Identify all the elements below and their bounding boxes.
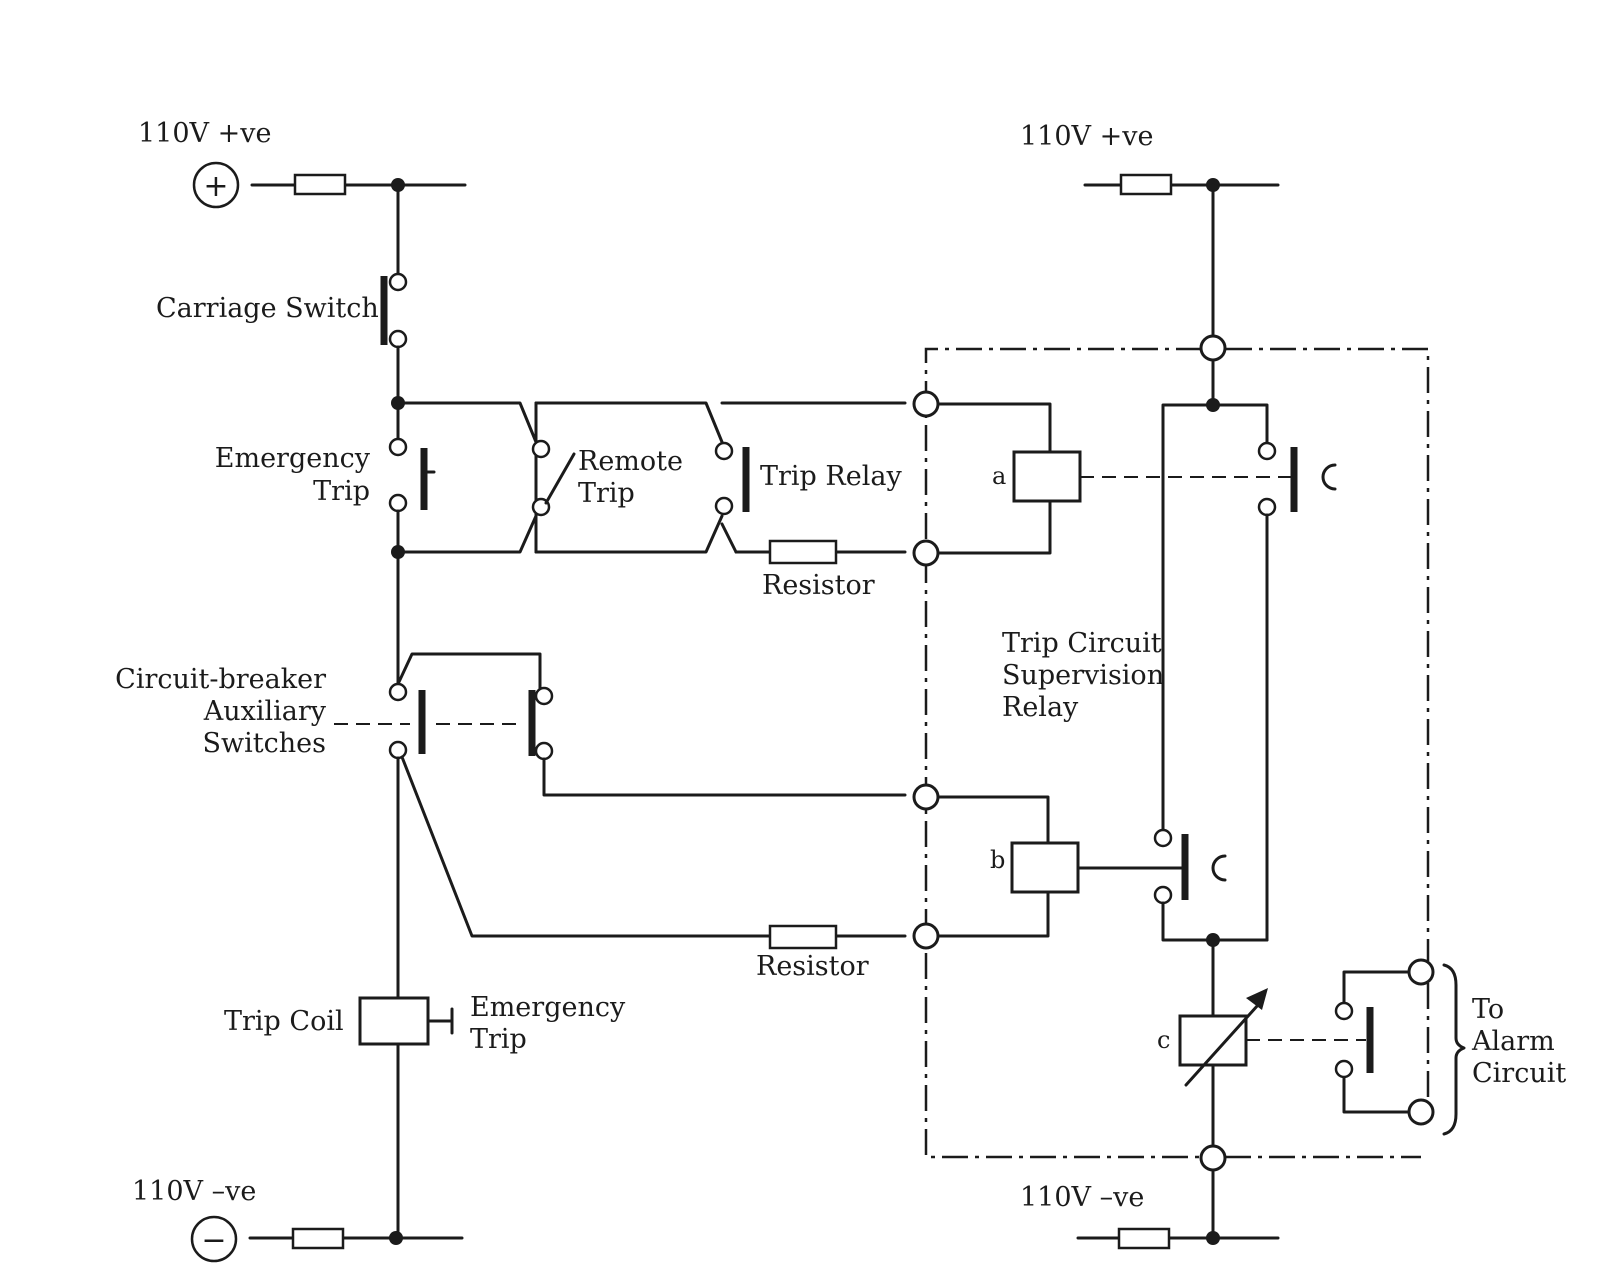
right-positive-label: 110V +ve (1020, 121, 1153, 152)
alarm-label-3: Circuit (1472, 1058, 1566, 1089)
aux-switch-2 (528, 686, 554, 761)
aux-switches-label-3: Switches (203, 728, 326, 759)
alarm-label-1: To (1472, 994, 1504, 1025)
junction-dot (1206, 1231, 1220, 1245)
fuse-icon (293, 173, 347, 196)
relay-a-label: a (992, 462, 1006, 490)
aux-switches-label-2: Auxiliary (203, 696, 327, 727)
relay-b-coil (1010, 828, 1227, 905)
emergency-trip-label-2: Trip (313, 476, 370, 507)
fuse-icon (1117, 1227, 1171, 1250)
emergency-trip-label-1: Emergency (215, 443, 371, 474)
carriage-switch (380, 272, 408, 349)
resistor-top-label: Resistor (762, 570, 875, 601)
tcs-relay-label-1: Trip Circuit (1002, 628, 1162, 659)
right-supply-positive (1083, 173, 1280, 196)
left-supply-negative: − (190, 1215, 464, 1263)
aux-switch-1 (388, 682, 426, 760)
relay-b-label: b (990, 846, 1005, 874)
relay-enclosure (924, 347, 1430, 1159)
relay-c-label: c (1157, 1026, 1170, 1054)
remote-trip-label-2: Trip (578, 478, 635, 509)
alarm-contact (1334, 958, 1466, 1136)
right-negative-label: 110V –ve (1020, 1182, 1144, 1213)
emergency-trip-switch (388, 437, 436, 513)
trip-relay-label: Trip Relay (760, 461, 902, 492)
tcs-relay-label-2: Supervision (1002, 660, 1164, 691)
aux-switches-label-1: Circuit-breaker (115, 664, 326, 695)
left-positive-label: 110V +ve (138, 118, 271, 149)
alarm-label-2: Alarm (1471, 1026, 1555, 1057)
fuse-icon (291, 1227, 345, 1250)
positive-terminal-icon (192, 161, 240, 209)
fuse-icon (1119, 173, 1173, 196)
remote-trip-switch (531, 439, 576, 517)
tcs-relay-label-3: Relay (1002, 692, 1079, 723)
junction-dot (389, 1231, 403, 1245)
resistor-icon (768, 924, 838, 950)
left-negative-label: 110V –ve (132, 1176, 256, 1207)
left-supply-positive: + (192, 161, 467, 209)
trip-coil (358, 996, 454, 1046)
minus-sign: − (201, 1223, 226, 1258)
right-supply-negative (1076, 1227, 1280, 1250)
trip-relay-contact (714, 441, 750, 516)
coil-emergency-trip-label-2: Trip (470, 1024, 527, 1055)
brace-icon (1442, 963, 1466, 1136)
plus-sign: + (203, 169, 228, 204)
resistor-icon (768, 539, 838, 565)
remote-trip-label-1: Remote (578, 446, 683, 477)
coil-emergency-trip-label-1: Emergency (470, 992, 626, 1023)
carriage-switch-label: Carriage Switch (156, 293, 379, 324)
relay-c-coil (1178, 988, 1366, 1087)
relay-a-coil (1012, 441, 1337, 517)
resistor-bottom-label: Resistor (756, 951, 869, 982)
trip-coil-label: Trip Coil (224, 1006, 344, 1037)
negative-terminal-icon (190, 1215, 238, 1263)
